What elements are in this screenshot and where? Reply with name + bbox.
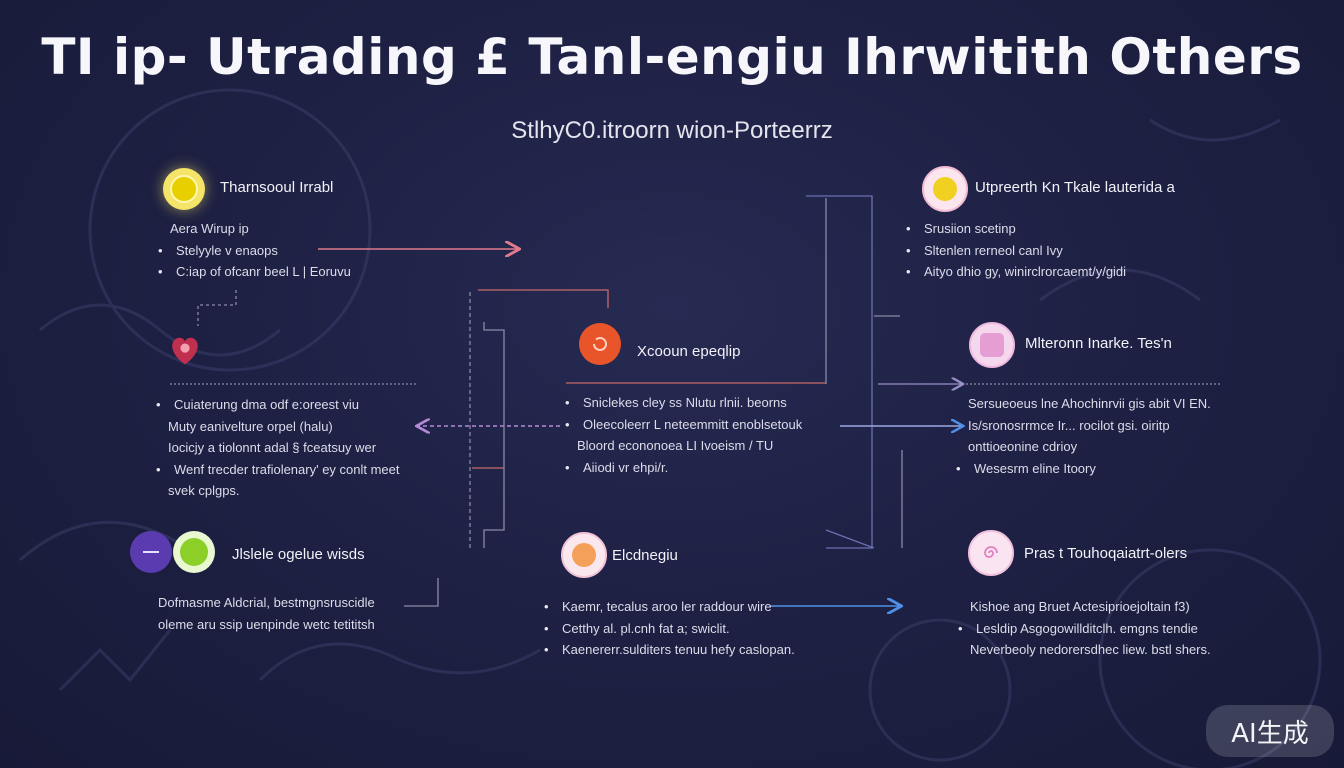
node-list-center: Sniclekes cley ss Nlutu rlnii. beorns Ol…	[565, 392, 802, 478]
list-item: Neverbeoly nedorersdhec liew. bstl shers…	[970, 642, 1211, 657]
node-title-top-right: Utpreerth Kn Tkale lauterida a	[975, 179, 1175, 196]
list-item: Sltenlen rerneol canl Ivy	[906, 240, 1126, 262]
node-title-bottom-right: Pras t Touhoqaiatrt-olers	[1024, 545, 1188, 562]
list-item: Kaemr, tecalus aroo ler raddour wire	[544, 596, 795, 618]
list-item: Kishoe ang Bruet Actesiprioejoltain f3)	[970, 599, 1190, 614]
node-title-center: Xcooun epeqlip	[637, 343, 741, 360]
node-title-mid-right: Mlteronn Inarke. Tes'n	[1025, 335, 1172, 352]
list-item: oleme aru ssip uenpinde wetc tetititsh	[158, 616, 375, 632]
spiral-icon	[968, 530, 1014, 576]
list-item: Iocicjy a tiolonnt adal § fceatsuy wer	[168, 440, 377, 455]
list-item: Cuiaterung dma odf e:oreest viu	[156, 394, 400, 416]
refresh-icon	[579, 323, 621, 365]
pumpkin-icon	[561, 532, 607, 578]
list-item: Lesldip Asgogowillditclh. emgns tendie	[958, 618, 1211, 640]
ai-generated-badge: AI生成	[1206, 705, 1334, 757]
list-item: Stelyyle v enaops	[158, 240, 351, 262]
list-item: Wesesrm eline Itoory	[956, 458, 1211, 480]
globe-icon	[173, 531, 215, 573]
list-item: Oleecoleerr L neteemmitt enoblsetouk	[565, 414, 802, 436]
list-item: Srusiion scetinp	[906, 218, 1126, 240]
list-item: Kaenererr.sulditers tenuu hefy caslopan.	[544, 639, 795, 661]
node-list-bottom-right: Kishoe ang Bruet Actesiprioejoltain f3) …	[958, 596, 1211, 661]
node-list-mid-right: Sersueoeus lne Ahochinrvii gis abit VI E…	[956, 393, 1211, 479]
heart-icon	[164, 328, 206, 370]
list-item: Aiiodi vr ehpi/r.	[565, 457, 802, 479]
list-item: Cetthy al. pl.cnh fat a; swiclit.	[544, 618, 795, 640]
list-item: Muty eanivelture orpel (halu)	[168, 418, 333, 434]
node-list-bottom-left: Dofmasme Aldcrial, bestmgnsruscidle olem…	[146, 592, 375, 635]
node-list-top-left: Aera Wirup ip Stelyyle v enaops C:iap of…	[158, 218, 351, 283]
node-list-mid-left: Cuiaterung dma odf e:oreest viu Muty ean…	[156, 394, 400, 502]
page-subtitle: StlhyC0.itroorn wion-Porteerrz	[511, 117, 833, 144]
list-item: Aityo dhio gy, winirclrorcaemt/y/gidi	[906, 261, 1126, 283]
node-title-bottom-left: Jlslele ogelue wisds	[232, 546, 365, 563]
lightbulb-icon	[163, 168, 205, 210]
list-item: C:iap of ofcanr beel L | Eoruvu	[158, 261, 351, 283]
node-title-bottom-center: Elcdnegiu	[612, 547, 678, 564]
list-item: onttioeonine cdrioy	[968, 439, 1078, 454]
node-list-top-right: Srusiion scetinp Sltenlen rerneol canl I…	[906, 218, 1126, 283]
list-item: Wenf trecder trafiolenary' ey conlt meet	[156, 459, 400, 481]
list-item: Bloord econonoea LI Ivoeism / TU	[577, 438, 774, 453]
list-item: svek cplgps.	[168, 483, 240, 498]
cube-icon	[969, 322, 1015, 368]
list-item: Sersueoeus lne Ahochinrvii gis abit VI E…	[968, 396, 1211, 411]
list-item: Sniclekes cley ss Nlutu rlnii. beorns	[565, 392, 802, 414]
node-title-top-left: Tharnsooul Irrabl	[220, 179, 334, 196]
page-title: TI ip- Utrading £ Tanl-engiu Ihrwitith O…	[41, 28, 1303, 86]
list-item: Dofmasme Aldcrial, bestmgnsruscidle	[158, 595, 375, 610]
handshake-icon	[922, 166, 968, 212]
list-item: Aera Wirup ip	[170, 221, 249, 236]
node-list-bottom-center: Kaemr, tecalus aroo ler raddour wire Cet…	[544, 596, 795, 661]
person-icon	[130, 531, 172, 573]
list-item: Is/sronosrrmce Ir... rocilot gsi. oiritp	[968, 417, 1170, 433]
